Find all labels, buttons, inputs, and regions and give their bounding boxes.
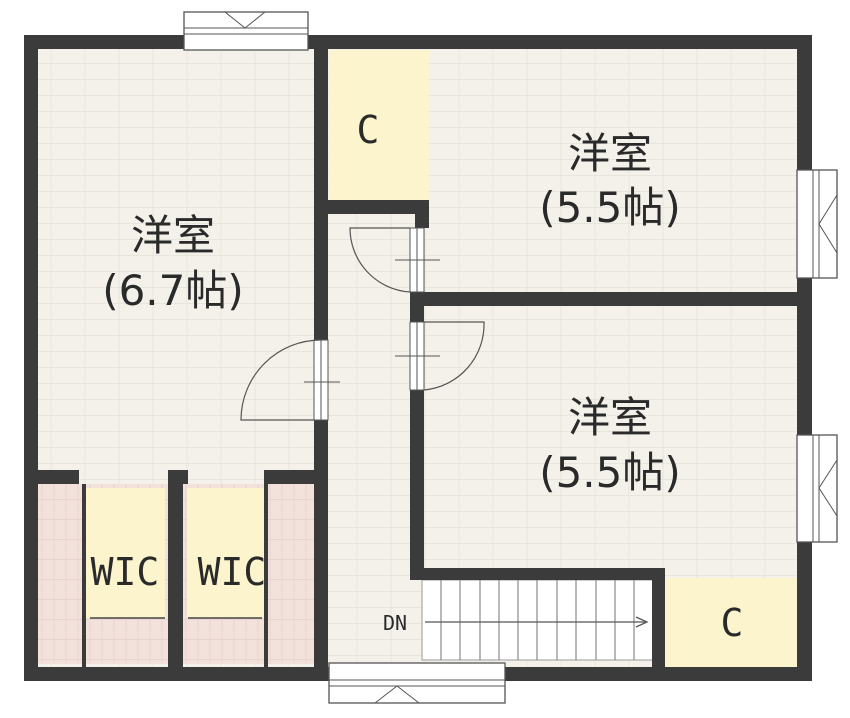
walls xyxy=(24,35,812,681)
west-room-size: (6.7帖) xyxy=(102,266,244,315)
stairs-dn-label: DN xyxy=(383,611,407,635)
door-west-room[interactable] xyxy=(240,339,340,421)
window-east-lower[interactable] xyxy=(796,434,838,543)
wic-right-label: WIC xyxy=(198,550,267,594)
door-se-room[interactable] xyxy=(395,321,485,391)
se-room-size: (5.5帖) xyxy=(539,448,681,497)
wic-left-inner xyxy=(85,488,165,618)
ne-room-size: (5.5帖) xyxy=(539,183,681,232)
wic-right-inner xyxy=(187,488,267,618)
door-ne-room[interactable] xyxy=(349,227,440,293)
se-room-name: 洋室 xyxy=(568,393,652,442)
window-north[interactable] xyxy=(183,11,309,51)
staircase[interactable] xyxy=(421,579,655,661)
closet-south-label: C xyxy=(721,601,744,645)
wic-left-label: WIC xyxy=(91,550,160,594)
ne-room-name: 洋室 xyxy=(568,129,652,178)
window-east-upper[interactable] xyxy=(796,169,838,279)
closet-north-label: C xyxy=(357,108,380,152)
closet-south[interactable] xyxy=(665,578,800,670)
closet-north[interactable] xyxy=(329,50,429,200)
window-south[interactable] xyxy=(328,662,506,704)
west-room-name: 洋室 xyxy=(131,211,215,260)
